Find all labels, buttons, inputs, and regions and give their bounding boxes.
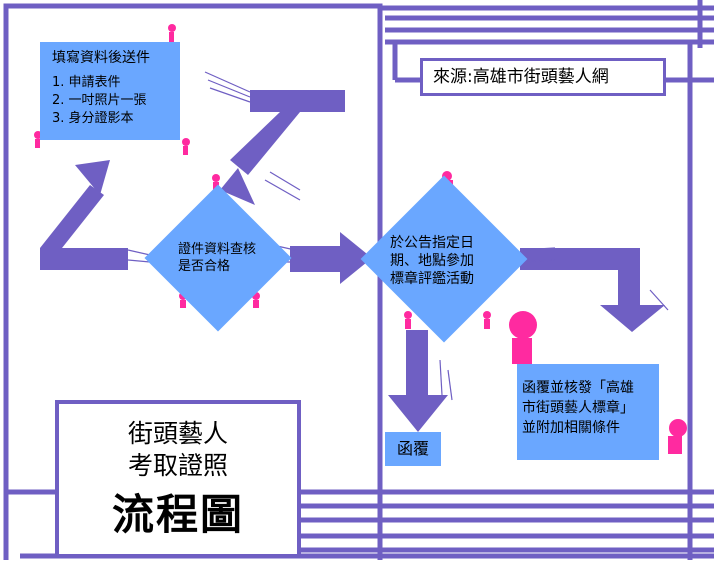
reply-box: 函覆	[385, 432, 441, 466]
submit-box: 填寫資料後送件 1. 申請表件 2. 一吋照片一張 3. 身分證影本	[40, 42, 180, 140]
arrow-event-to-approve	[519, 247, 669, 332]
event-line-2: 期、地點參加	[390, 253, 474, 269]
arrow-event-to-reply	[388, 330, 453, 432]
arrow-to-submit	[40, 160, 151, 270]
submit-item-1: 1. 申請表件	[52, 75, 121, 90]
event-line-1: 於公告指定日	[390, 235, 474, 251]
submit-box-title: 填寫資料後送件	[52, 50, 150, 66]
approve-line-3: 並附加相關條件	[522, 420, 620, 436]
approve-line-2: 市街頭藝人標章」	[522, 400, 634, 416]
event-diamond-text: 於公告指定日 期、地點參加 標章評鑑活動	[390, 234, 474, 288]
review-diamond-text: 證件資料查核 是否合格	[178, 241, 256, 275]
arrow-to-review	[204, 71, 345, 205]
source-box: 來源:高雄市街頭藝人網	[420, 58, 666, 96]
title-block: 街頭藝人 考取證照 流程圖	[55, 400, 301, 558]
reply-box-text: 函覆	[396, 439, 429, 458]
submit-item-3: 3. 身分證影本	[52, 111, 134, 126]
title-line-2: 考取證照	[127, 451, 228, 480]
source-text: 來源:高雄市街頭藝人網	[433, 67, 609, 87]
title-line-3: 流程圖	[111, 490, 244, 539]
review-line-2: 是否合格	[178, 259, 231, 274]
approve-line-1: 函覆並核發「高雄	[522, 380, 634, 396]
submit-item-2: 2. 一吋照片一張	[52, 93, 147, 108]
approve-box: 函覆並核發「高雄 市街頭藝人標章」 並附加相關條件	[517, 364, 659, 460]
title-line-1: 街頭藝人	[127, 419, 228, 448]
review-line-1: 證件資料查核	[178, 242, 257, 257]
event-line-3: 標章評鑑活動	[390, 271, 474, 287]
